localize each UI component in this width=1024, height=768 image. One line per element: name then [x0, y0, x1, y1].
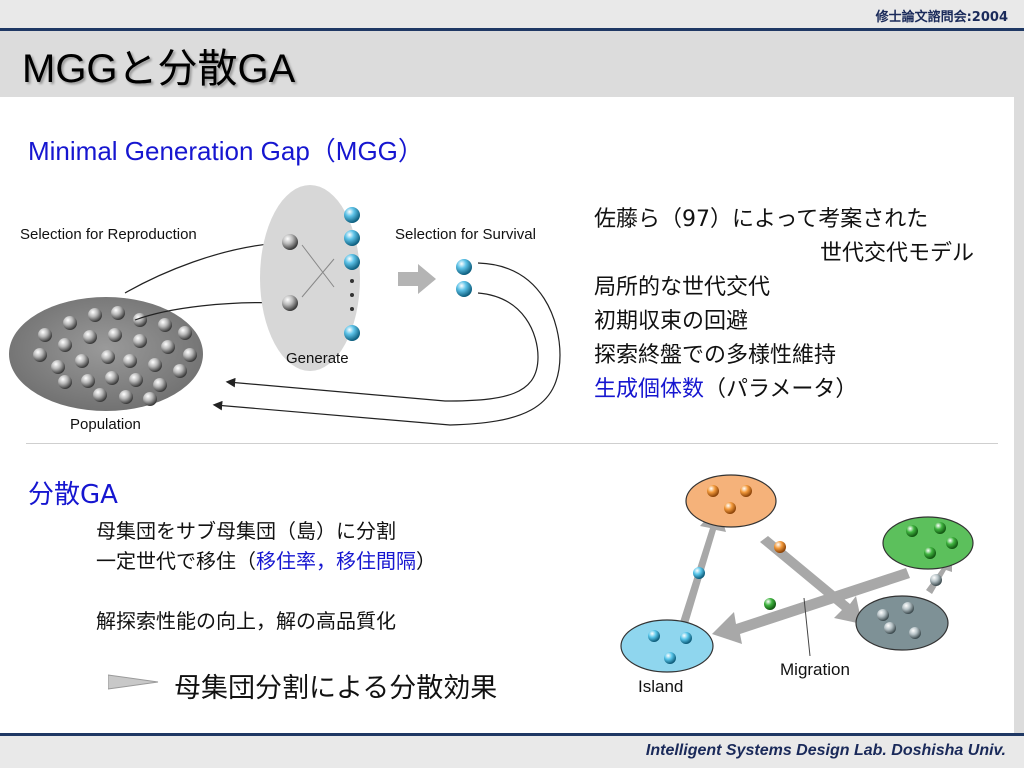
footer-rule: [0, 733, 1024, 736]
survivor-individual-upper: [456, 259, 472, 275]
selection-survival-label: Selection for Survival: [395, 226, 536, 243]
note-line-6: 生成個体数（パラメータ）: [594, 373, 974, 407]
generate-ellipse: [260, 185, 360, 371]
migration-diagram: Migration Island: [620, 474, 974, 696]
survival-block-arrow: [398, 264, 436, 294]
note-line-4: 初期収束の回避: [594, 309, 749, 334]
crossover-lines: [301, 244, 335, 298]
selection-reproduction-label: Selection for Reproduction: [20, 226, 197, 243]
island-green: [882, 516, 974, 570]
dga-item-2-pre: 一定世代で移住（: [96, 549, 256, 573]
note-line-6-emphasis: 生成個体数: [594, 377, 705, 402]
note-line-3: 局所的な世代交代: [594, 275, 771, 300]
mgg-notes: 佐藤ら（97）によって考案された 世代交代モデル 局所的な世代交代 初期収束の回…: [594, 203, 974, 407]
note-line-1: 佐藤ら（97）によって考案された: [594, 207, 929, 232]
island-orange: [685, 474, 777, 528]
dga-heading: 分散GA: [28, 480, 118, 510]
title-band: [0, 31, 1024, 97]
parent-individual-upper: [282, 234, 298, 250]
offspring-individuals: [344, 207, 360, 341]
conclusion-arrow-icon: [108, 674, 159, 690]
dga-item-2-emphasis: 移住率，移住間隔: [256, 549, 416, 573]
return-arrow-outer: [212, 262, 561, 426]
dga-item-2: 一定世代で移住（移住率，移住間隔）: [96, 546, 436, 576]
header-bar: [0, 0, 1024, 28]
slide-title: MGGと分散GA: [22, 47, 296, 91]
island-blue: [620, 619, 714, 673]
population-label: Population: [70, 416, 141, 433]
dga-item-2-post: ）: [416, 549, 436, 573]
population-individuals: [33, 306, 197, 406]
generate-label: Generate: [286, 350, 349, 367]
note-line-6-rest: （パラメータ）: [704, 377, 858, 402]
survivor-individual-lower: [456, 281, 472, 297]
note-line-2: 世代交代モデル: [820, 241, 975, 266]
mgg-heading: Minimal Generation Gap（MGG）: [28, 136, 424, 166]
reproduction-arrow-upper: [124, 238, 283, 294]
dga-item-1: 母集団をサブ母集団（島）に分割: [96, 519, 396, 543]
event-label: 修士論文諮問会:2004: [875, 10, 1008, 25]
footer-bar: [0, 736, 1024, 768]
note-line-5: 探索終盤での多様性維持: [594, 343, 837, 368]
footer-text: Intelligent Systems Design Lab. Doshisha…: [645, 742, 1006, 759]
migrant-orange: [774, 541, 786, 553]
header-rule: [0, 28, 1024, 31]
migrant-gray: [930, 574, 942, 586]
migration-leader-line: [803, 597, 811, 657]
migrant-green: [764, 598, 776, 610]
section-divider: [26, 443, 998, 444]
dga-list: 母集団をサブ母集団（島）に分割 一定世代で移住（移住率，移住間隔） 解探索性能の…: [96, 516, 436, 636]
parent-individual-lower: [282, 295, 298, 311]
migration-label: Migration: [780, 660, 850, 679]
island-label: Island: [638, 677, 683, 696]
migrant-cyan: [693, 567, 705, 579]
island-gray: [855, 595, 949, 651]
mgg-diagram: Population Selection for Reproduction Ge…: [9, 185, 561, 433]
return-arrow-inner: [225, 292, 539, 402]
conclusion-text: 母集団分割による分散効果: [174, 673, 498, 704]
dga-item-3: 解探索性能の向上，解の高品質化: [96, 609, 396, 633]
